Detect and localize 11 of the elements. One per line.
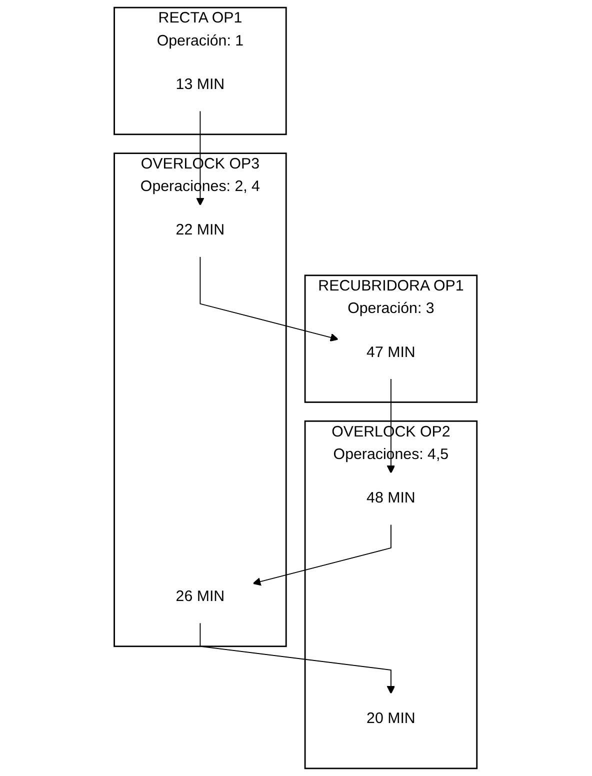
node-text: 26 MIN (176, 588, 226, 605)
node-text: 20 MIN (366, 710, 416, 727)
arrow (387, 378, 396, 474)
node-text: 22 MIN (176, 222, 226, 238)
arrow (200, 622, 396, 694)
arrow (196, 110, 205, 206)
arrow (253, 524, 392, 586)
node-text: 13 MIN (176, 76, 226, 93)
node-text: 48 MIN (366, 490, 416, 506)
node-text: 47 MIN (366, 344, 416, 361)
arrow (200, 256, 339, 342)
